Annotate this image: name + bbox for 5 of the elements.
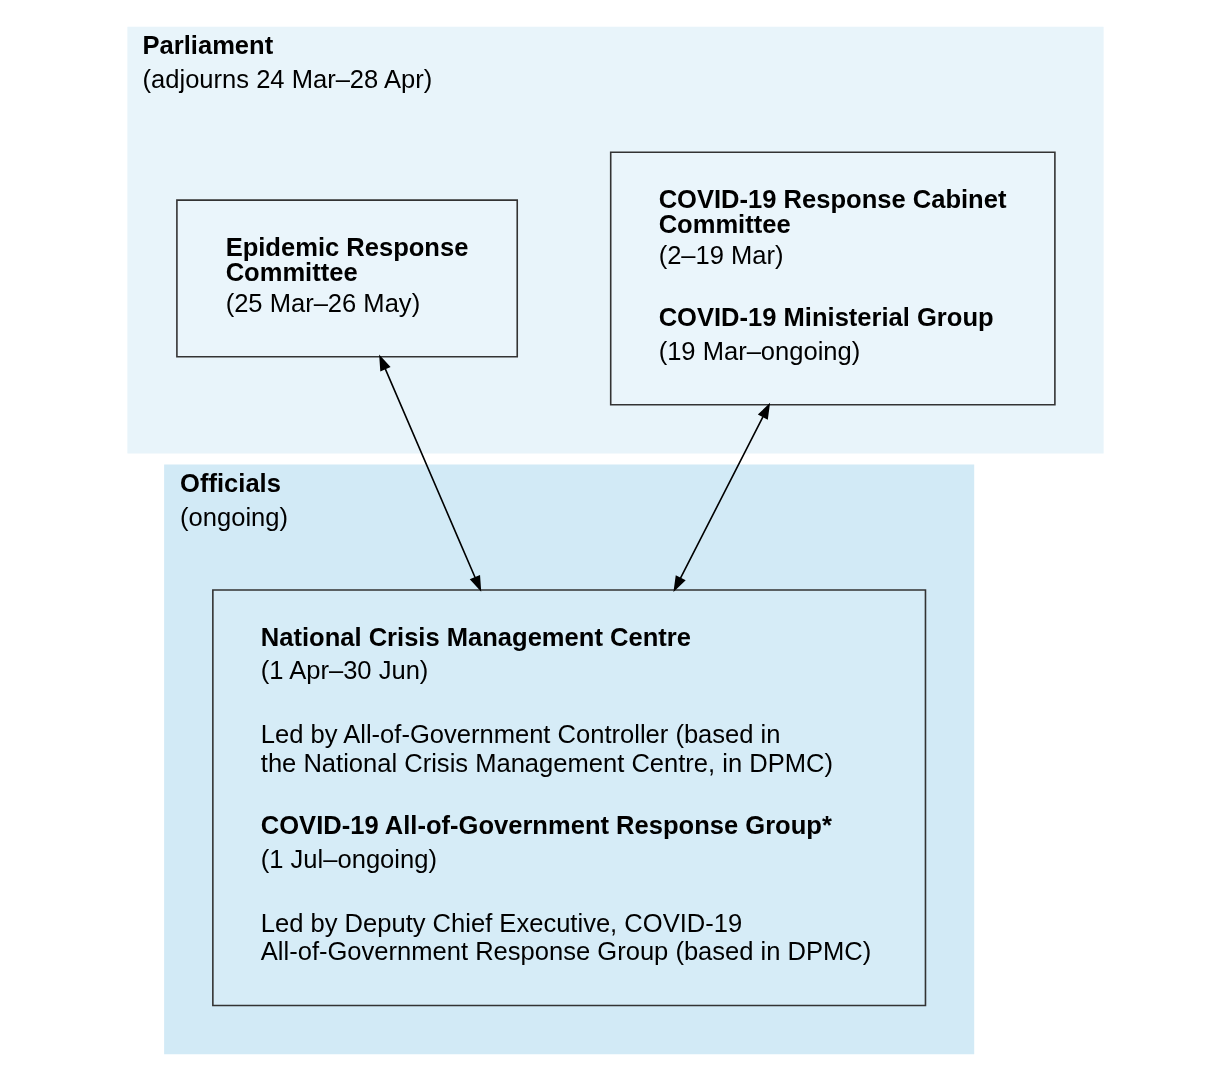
node-box: COVID-19 Response Cabinet Committee (2–19 Mar) COVID-19 Ministerial Group (19 Mar–ongoing) [609, 151, 1056, 406]
node-box: National Crisis Management Centre (1 Apr–30 Jun) Led by All-of-Government Controller (based in the National Crisis Management Centre, in DPMC) COVID-19 All-of-Government Response Group* (1 Jul–ongoing) Led by Deputy Chief Executive, COVID-19 All-of-Government Response Group (based in DPMC) [211, 589, 926, 1007]
arrow [378, 354, 481, 592]
node-box: Epidemic Response Committee (25 Mar–26 May) [175, 199, 518, 358]
arrow [672, 402, 770, 592]
